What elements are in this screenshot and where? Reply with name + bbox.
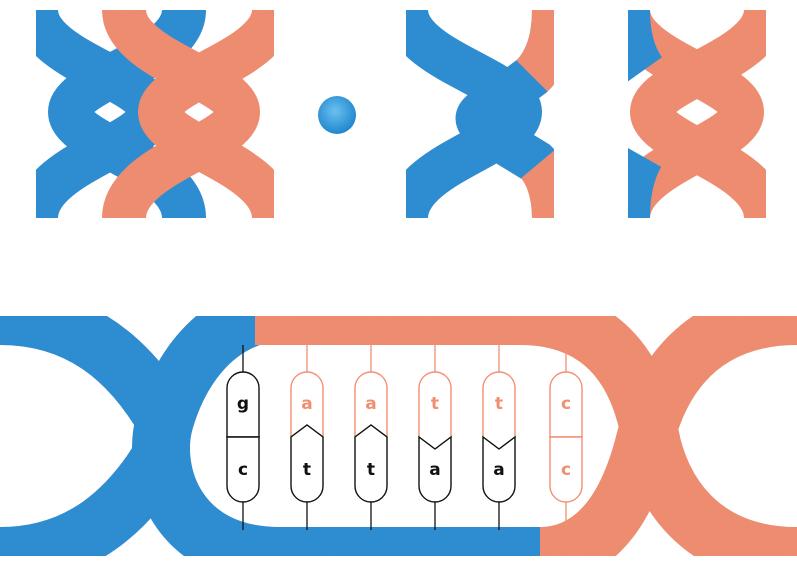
top-base-label: a	[301, 394, 312, 414]
bottom-base-label: t	[303, 460, 311, 480]
base-pair-5: ta	[483, 345, 515, 530]
top-base-label: t	[431, 394, 439, 414]
chromosome-recombinant-salmon	[628, 10, 766, 218]
base-pair-3: at	[355, 345, 387, 530]
bottom-base-label: a	[429, 460, 440, 480]
top-base-label: c	[561, 394, 571, 414]
chromosome-pair-left	[36, 10, 274, 218]
base-pair-4: ta	[419, 345, 451, 530]
salmon-tip-bottom	[538, 164, 554, 218]
salmon-tip-top	[532, 10, 554, 76]
bottom-base-label: c	[238, 460, 248, 480]
top-base-label: a	[365, 394, 376, 414]
bottom-base-label: c	[561, 460, 571, 480]
bottom-base-label: a	[493, 460, 504, 480]
centromere-dot	[318, 96, 356, 134]
base-pair-1: gc	[227, 345, 259, 530]
blue-tip-bottom	[628, 156, 642, 218]
base-pair-6: cc	[550, 345, 582, 530]
dna-strands	[0, 316, 797, 556]
top-base-label: t	[495, 394, 503, 414]
base-pair-2: at	[291, 345, 323, 530]
chromosome-recombinant-blue	[406, 10, 554, 218]
bottom-base-label: t	[367, 460, 375, 480]
top-base-label: g	[237, 394, 249, 414]
blue-tip-top	[628, 10, 644, 70]
